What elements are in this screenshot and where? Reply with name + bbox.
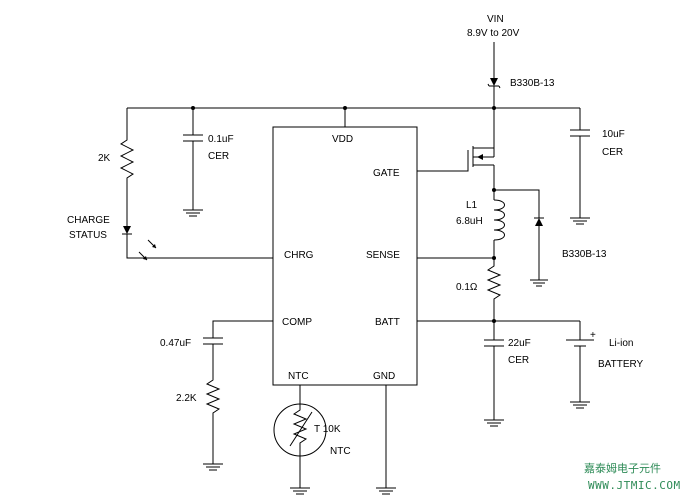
led-label-charge: CHARGE — [67, 215, 110, 226]
thermistor-label: T 10K — [314, 424, 341, 435]
pin-batt-label: BATT — [375, 317, 400, 328]
catch-schottky-diode — [530, 217, 548, 287]
pin-vdd-label: VDD — [332, 134, 353, 145]
pin-ntc-label: NTC — [288, 371, 309, 382]
switch-node-wire — [494, 189, 540, 218]
watermark-url: WWW.JTMIC.COM — [588, 479, 681, 492]
output-cap-type: CER — [508, 355, 529, 366]
pin-comp-label: COMP — [282, 317, 312, 328]
charge-status-led — [122, 226, 273, 261]
inductor-value: 6.8uH — [456, 216, 483, 227]
input-capacitor — [570, 108, 590, 225]
watermark-chinese: 嘉泰姆电子元件 — [584, 461, 661, 475]
input-cap-type: CER — [602, 147, 623, 158]
comp-wire — [212, 320, 273, 338]
vdd-capacitor — [183, 108, 203, 217]
led-resistor — [119, 108, 135, 226]
output-capacitor — [484, 321, 504, 427]
ntc-thermistor — [273, 385, 327, 495]
inductor-ref: L1 — [466, 200, 478, 211]
pin-sense-label: SENSE — [366, 250, 400, 261]
sense-resistor-value: 0.1Ω — [456, 282, 478, 293]
pin-gnd-label: GND — [373, 371, 395, 382]
vin-label: VIN — [487, 14, 504, 25]
comp-resistor — [203, 374, 223, 471]
output-cap-value: 22uF — [508, 338, 531, 349]
input-diode-label: B330B-13 — [510, 78, 555, 89]
pin-gate-label: GATE — [373, 168, 400, 179]
thermistor-type: NTC — [330, 446, 351, 457]
junction-dot — [492, 106, 496, 110]
input-schottky-diode — [487, 78, 501, 89]
led-resistor-value: 2K — [98, 153, 111, 164]
vin-range-label: 8.9V to 20V — [467, 28, 520, 39]
inductor-l1 — [493, 190, 505, 258]
p-mosfet — [417, 146, 495, 190]
battery-plus-sign: + — [590, 330, 596, 341]
battery-label-liion: Li-ion — [609, 338, 633, 349]
vdd-cap-value: 0.1uF — [208, 134, 234, 145]
catch-diode-label: B330B-13 — [562, 249, 607, 260]
li-ion-battery — [566, 321, 594, 409]
sense-resistor — [486, 258, 502, 321]
charger-ic-body — [272, 126, 418, 386]
battery-label-battery: BATTERY — [598, 359, 644, 370]
led-label-status: STATUS — [69, 230, 107, 241]
vdd-cap-type: CER — [208, 151, 229, 162]
comp-resistor-value: 2.2K — [176, 393, 197, 404]
comp-capacitor — [203, 337, 223, 374]
input-cap-value: 10uF — [602, 129, 625, 140]
pin-chrg-label: CHRG — [284, 250, 314, 261]
comp-cap-value: 0.47uF — [160, 338, 191, 349]
ic-ground — [376, 385, 396, 495]
